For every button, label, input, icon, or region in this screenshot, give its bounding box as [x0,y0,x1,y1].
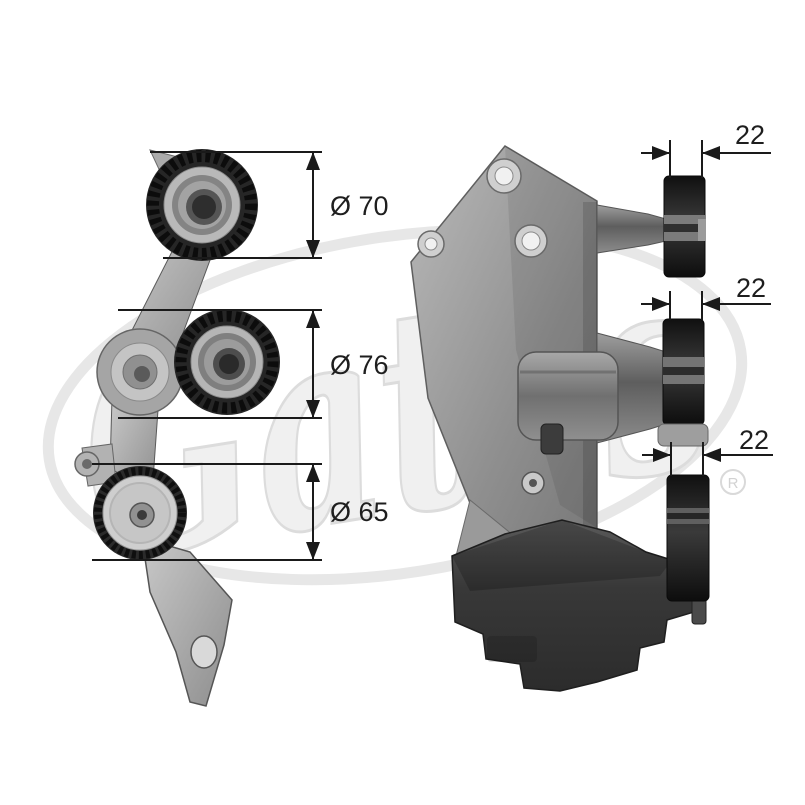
dimension-label-d76: Ø 76 [330,350,389,380]
dimension-d76: Ø 76 [118,309,389,419]
pulley70-ribs [147,150,257,260]
pulley76-bolt [219,354,239,374]
dimension-annotations: Ø 70 Ø 76 Ø 65 22 [92,120,773,561]
dimension-w22-bottom: 22 [642,425,773,476]
pulley-ribbed-70 [146,149,258,261]
dimension-label-w22-bottom: 22 [739,425,769,455]
dimension-w22-middle: 22 [641,273,771,320]
pulley76-ribs [175,310,279,414]
dimension-label-d65: Ø 65 [330,497,389,527]
dimension-label-w22-top: 22 [735,120,765,150]
arrowhead-up [306,152,320,170]
hole-bore [424,237,438,251]
bearing-housing-cylinder [517,351,619,441]
arm-foot-hole [190,635,218,669]
side-pulley-bottom [666,474,710,602]
pivot-spring-housing [96,328,184,416]
arrowhead-down [306,542,320,560]
pulley-hub-groove [663,367,704,375]
registered-trademark-letter: R [728,475,739,492]
registered-trademark-circle [720,469,746,495]
hole-bore [494,166,514,186]
hole-bore [521,231,541,251]
pulley70-bolt [192,195,216,219]
dimension-d70: Ø 70 [150,151,389,259]
arrowhead-up [306,310,320,328]
pulley-hub-groove [667,513,709,519]
arrowhead-right [652,146,670,160]
plate-hole-top [486,158,522,194]
casting-foot-detail [487,636,537,662]
casting-top-shadow [452,520,672,591]
dimension-w22-top: 22 [641,120,771,178]
rivet-washer [521,471,545,495]
mounting-bracket-assembly [410,145,710,692]
arrowhead-left [702,146,720,160]
pulley-body [666,474,710,602]
pulley-smooth-65 [93,466,187,560]
side-pulley-top [663,175,706,278]
pulley65-bolt [137,510,147,520]
arrowhead-down [306,400,320,418]
plate-hole-middle [514,224,548,258]
arrowhead-right [652,297,670,311]
arrowhead-right [653,448,671,462]
arrowhead-down [306,240,320,258]
dimension-d65: Ø 65 [92,463,389,561]
shaft-end-cap [698,219,706,241]
arrowhead-left [702,297,720,311]
dimension-label-w22-middle: 22 [736,273,766,303]
pivot-bolt [134,366,150,382]
washer-center [529,479,537,487]
lower-casting [451,519,695,692]
pulley-hub-groove [664,224,705,232]
dimension-label-d70: Ø 70 [330,191,389,221]
lug-hole [82,459,92,469]
arrowhead-left [703,448,721,462]
pulley-ribbed-76 [174,309,280,415]
watermark-oval [42,224,748,586]
pulley-flange [657,423,709,447]
plate-hole-left [417,230,445,258]
arrowhead-up [306,464,320,482]
side-pulley-middle [657,318,709,447]
pulley65-edge [94,467,186,559]
tensioner-arm-assembly [74,149,280,707]
housing-knob [540,423,564,455]
